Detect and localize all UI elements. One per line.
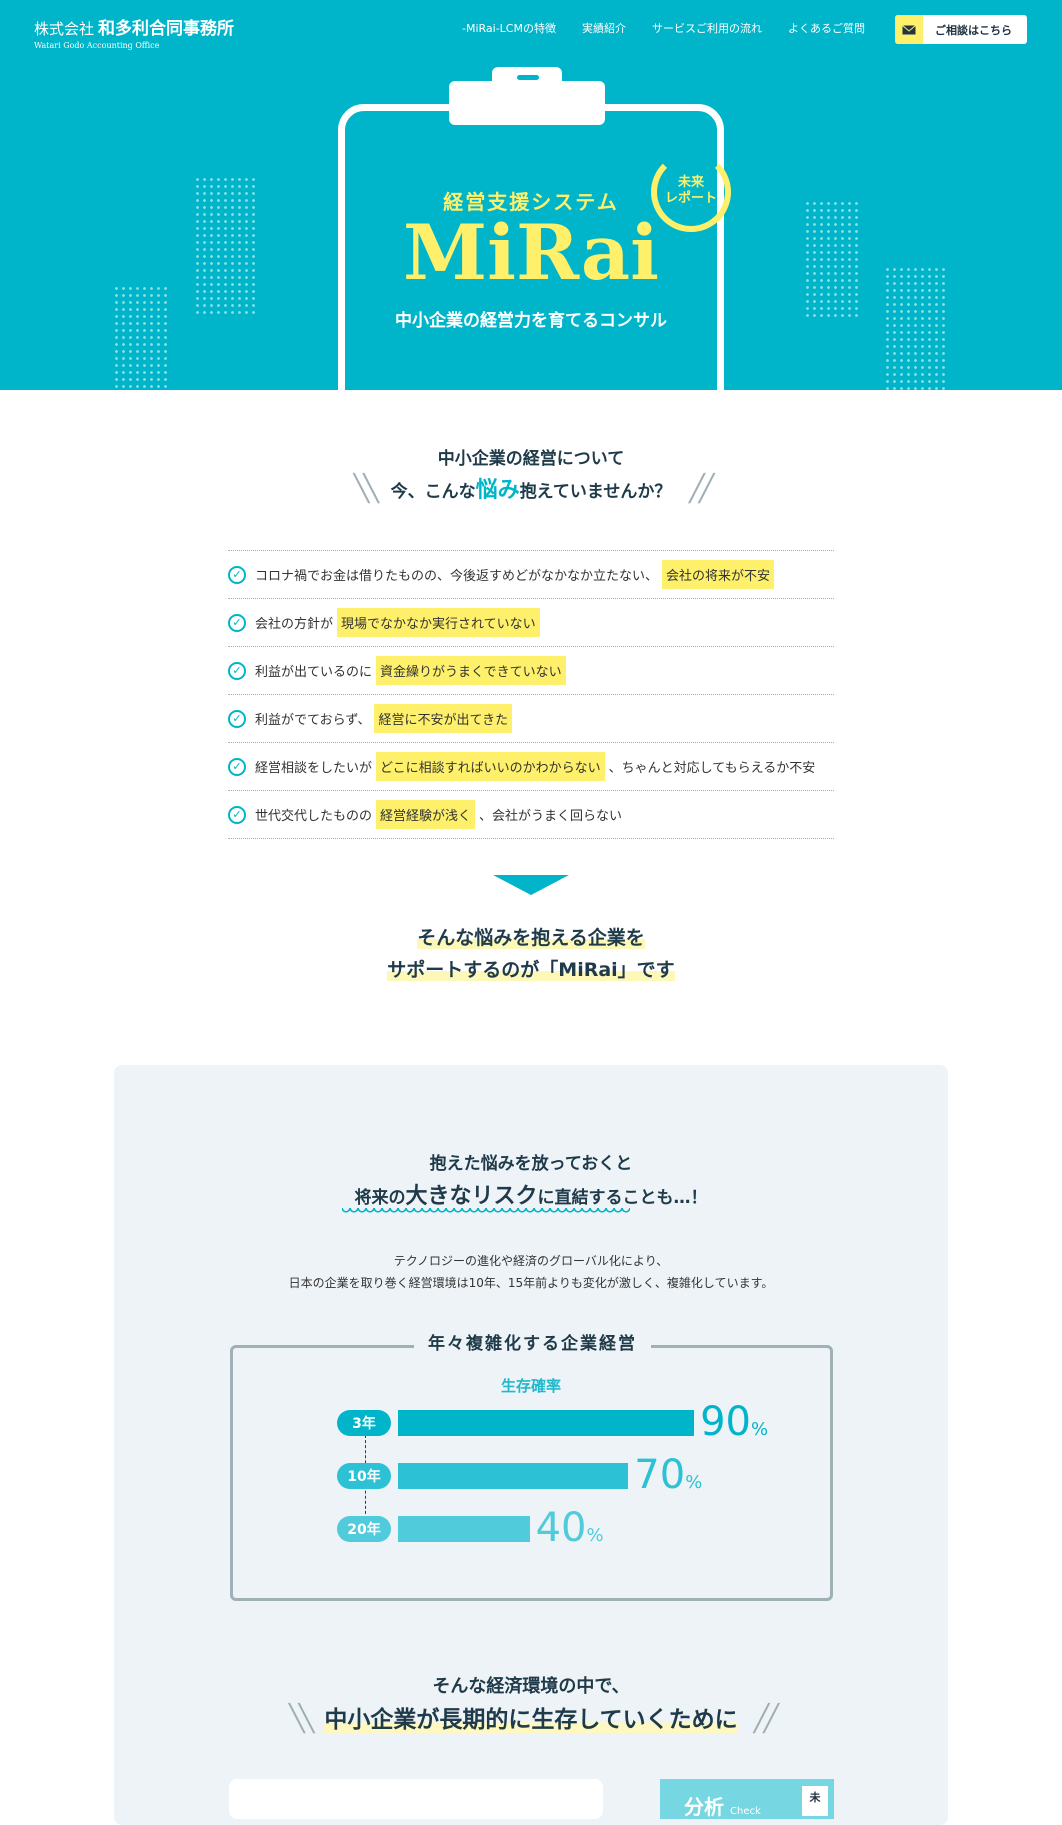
check-circle-icon: ✓ bbox=[228, 565, 246, 584]
closing-line2: ╲╲ 中小企業が長期的に生存していくために ╱╱ bbox=[0, 1700, 1062, 1734]
contact-button[interactable]: ご相談はこちら bbox=[895, 15, 1027, 44]
badge-line1: 未来 bbox=[677, 175, 704, 190]
title-accent: 大きなリスク bbox=[405, 1184, 538, 1209]
title-pre: 今、こんな bbox=[390, 482, 476, 502]
badge-line2: レポート bbox=[664, 191, 717, 206]
worry-item: ✓ 世代交代したものの経営経験が浅く、会社がうまく回らない bbox=[228, 791, 834, 839]
bar-value-label: 40% bbox=[536, 1508, 604, 1556]
unit: % bbox=[685, 1472, 703, 1493]
hero: 株式会社和多利合同事務所 Watari Godo Accounting Offi… bbox=[0, 0, 1062, 390]
conclusion-line2: サポートするのが「MiRai」です bbox=[387, 959, 675, 981]
bar bbox=[398, 1410, 695, 1436]
future-report-badge: 未来レポート bbox=[651, 152, 731, 232]
hero-tagline: 中小企業の経営力を育てるコンサル bbox=[395, 311, 667, 331]
slash-deco: ╱╱ bbox=[753, 1704, 779, 1734]
slash-deco: ╲╲ bbox=[353, 474, 379, 504]
chart-title: 年々複雑化する企業経営 bbox=[414, 1329, 651, 1354]
hero-subtitle: 経営支援システム bbox=[443, 190, 619, 214]
contact-label: ご相談はこちら bbox=[935, 23, 1012, 37]
worry-item: ✓ 会社の方針が現場でなかなか実行されていない bbox=[228, 599, 834, 647]
closing-line2-text: 中小企業が長期的に生存していくために bbox=[324, 1707, 738, 1733]
worry-item: ✓ コロナ禍でお金は借りたものの、今後返すめどがなかなか立たない、会社の将来が不安 bbox=[228, 551, 834, 599]
company-name: 和多利合同事務所 bbox=[98, 19, 235, 39]
down-arrow-icon bbox=[493, 875, 569, 895]
nav-features[interactable]: -MiRai-LCMの特徴 bbox=[462, 22, 556, 35]
risk-paragraph: テクノロジーの進化や経済のグローバル化により、日本の企業を取り巻く経営環境は10… bbox=[0, 1250, 1062, 1294]
building-dots bbox=[113, 285, 168, 390]
slash-deco: ╱╱ bbox=[689, 474, 714, 504]
worry-highlight: 資金繰りがうまくできていない bbox=[376, 656, 566, 685]
title-pre: 将来の bbox=[354, 1188, 406, 1208]
worry-highlight: 会社の将来が不安 bbox=[662, 560, 775, 589]
building-dots bbox=[884, 266, 948, 390]
check-circle-icon: ✓ bbox=[228, 613, 246, 632]
bar bbox=[398, 1516, 530, 1542]
value: 70 bbox=[634, 1452, 686, 1498]
worry-text-post: 、ちゃんと対応してもらえるか不安 bbox=[608, 761, 816, 776]
conclusion-line1: そんな悩みを抱える企業を bbox=[417, 927, 645, 949]
unit: % bbox=[586, 1525, 604, 1546]
main-nav: -MiRai-LCMの特徴 実績紹介 サービスご利用の流れ よくあるご質問 bbox=[462, 20, 865, 36]
worry-item: ✓ 経営相談をしたいがどこに相談すればいいのかわからない、ちゃんと対応してもらえる… bbox=[228, 743, 834, 791]
conclusion: そんな悩みを抱える企業を サポートするのが「MiRai」です bbox=[0, 922, 1062, 986]
worry-text-post: 、会社がうまく回らない bbox=[479, 809, 623, 824]
worry-text: 利益が出ているのに bbox=[255, 665, 373, 680]
risk-panel bbox=[114, 1065, 948, 1825]
year-label: 20年 bbox=[337, 1516, 391, 1542]
check-circle-icon: ✓ bbox=[228, 757, 246, 776]
wave-underline bbox=[342, 1208, 630, 1216]
worry-text: コロナ禍でお金は借りたものの、今後返すめどがなかなか立たない、 bbox=[255, 569, 659, 584]
worry-text: 利益がでておらず、 bbox=[255, 713, 371, 728]
nav-faq[interactable]: よくあるご質問 bbox=[787, 22, 865, 35]
worry-text: 経営相談をしたいが bbox=[255, 761, 373, 776]
risk-title-line1: 抱えた悩みを放っておくと bbox=[429, 1154, 633, 1174]
building-dots bbox=[804, 200, 858, 320]
year-label: 3年 bbox=[337, 1410, 391, 1436]
para-line2: 日本の企業を取り巻く経営環境は10年、15年前よりも変化が激しく、複雑化していま… bbox=[288, 1276, 774, 1290]
check-circle-icon: ✓ bbox=[228, 805, 246, 824]
unit: % bbox=[751, 1419, 769, 1440]
card-sub: Check bbox=[730, 1806, 761, 1817]
mail-icon bbox=[895, 15, 923, 44]
hero-brand: MiRai bbox=[402, 208, 660, 297]
card-tag: 未 bbox=[802, 1786, 828, 1816]
bar-value-label: 70% bbox=[634, 1455, 702, 1503]
worry-highlight: 現場でなかなか実行されていない bbox=[337, 608, 540, 637]
worry-item: ✓ 利益が出ているのに資金繰りがうまくできていない bbox=[228, 647, 834, 695]
title-post: 抱えていませんか？ bbox=[519, 482, 672, 502]
nav-flow[interactable]: サービスご利用の流れ bbox=[651, 22, 762, 35]
chart-label: 生存確率 bbox=[500, 1377, 561, 1395]
worry-highlight: 経営に不安が出てきた bbox=[374, 704, 513, 733]
worries-title-line1: 中小企業の経営について bbox=[437, 449, 625, 469]
closing-line1: そんな経済環境の中で、 bbox=[432, 1676, 630, 1697]
risk-title-line2: 将来の大きなリスクに直結することも…！ bbox=[0, 1178, 1062, 1210]
slash-deco: ╲╲ bbox=[289, 1704, 314, 1734]
worries-list: ✓ コロナ禍でお金は借りたものの、今後返すめどがなかなか立たない、会社の将来が不安… bbox=[228, 550, 834, 839]
year-label: 10年 bbox=[337, 1463, 391, 1489]
worry-text: 世代交代したものの bbox=[255, 809, 373, 824]
value: 40 bbox=[535, 1505, 587, 1551]
clipboard-clip bbox=[449, 67, 605, 125]
check-card: 分析 Check 未 bbox=[660, 1779, 834, 1819]
logo[interactable]: 株式会社和多利合同事務所 Watari Godo Accounting Offi… bbox=[34, 14, 234, 50]
bar-value-label: 90% bbox=[700, 1402, 768, 1450]
check-circle-icon: ✓ bbox=[228, 709, 246, 728]
para-line1: テクノロジーの進化や経済のグローバル化により、 bbox=[393, 1254, 669, 1268]
worry-text: 会社の方針が bbox=[255, 617, 334, 632]
company-en: Watari Godo Accounting Office bbox=[34, 41, 160, 50]
check-circle-icon: ✓ bbox=[228, 661, 246, 680]
nav-results[interactable]: 実績紹介 bbox=[581, 22, 626, 35]
worries-title-line2: ╲╲ 今、こんな悩み抱えていませんか？ ╱╱ bbox=[0, 472, 1062, 504]
title-post: に直結することも…！ bbox=[537, 1188, 708, 1208]
card-title: 分析 bbox=[684, 1795, 724, 1819]
content-card bbox=[229, 1779, 603, 1819]
building-dots bbox=[194, 176, 258, 316]
bar bbox=[398, 1463, 629, 1489]
worry-highlight: どこに相談すればいいのかわからない bbox=[376, 752, 605, 781]
company-prefix: 株式会社 bbox=[34, 20, 95, 38]
worry-item: ✓ 利益がでておらず、経営に不安が出てきた bbox=[228, 695, 834, 743]
title-accent: 悩み bbox=[475, 478, 520, 503]
worry-highlight: 経営経験が浅く bbox=[376, 800, 476, 829]
value: 90 bbox=[700, 1399, 751, 1445]
